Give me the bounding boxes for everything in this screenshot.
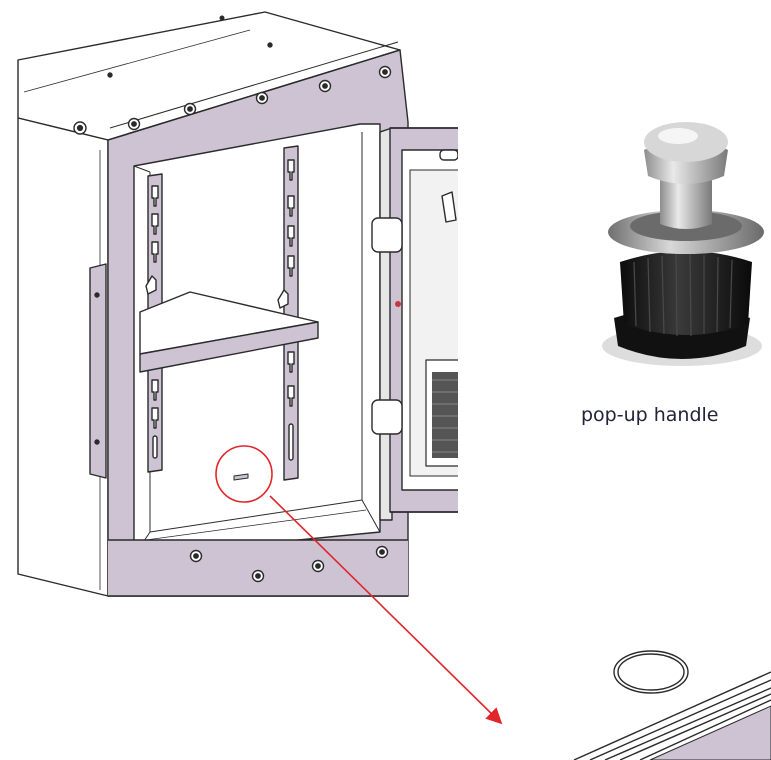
cabinet <box>17 11 409 597</box>
hinge-top <box>371 217 403 253</box>
side-bracket <box>89 263 107 479</box>
pop-up-handle-caption: pop-up handle <box>581 404 719 426</box>
pop-up-handle-image <box>602 122 764 366</box>
shelf <box>139 275 319 373</box>
detail-hole <box>613 650 689 694</box>
shelf-rail-right <box>283 145 299 481</box>
callout <box>215 445 503 725</box>
callout-circle <box>215 445 273 503</box>
floor-fitting <box>233 473 249 481</box>
detail-view <box>573 650 771 760</box>
hinge-bottom <box>371 399 403 435</box>
callout-arrow <box>269 495 503 725</box>
frame-bolts <box>73 65 392 583</box>
door <box>371 127 471 521</box>
